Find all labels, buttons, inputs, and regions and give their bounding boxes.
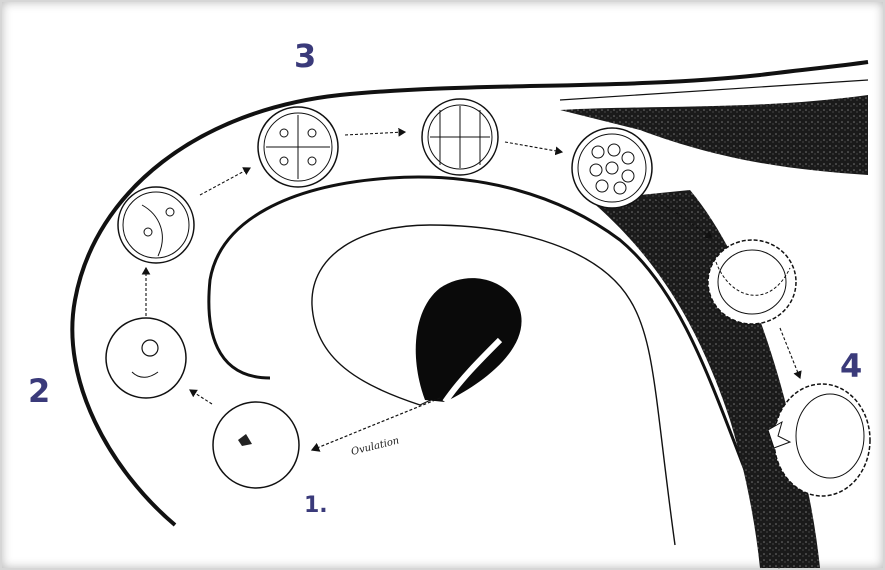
- stage-number-4: 4: [840, 347, 862, 385]
- stage-number-1: 1.: [304, 493, 328, 518]
- morula-cell: [572, 128, 652, 208]
- pronuclei-cell: [106, 318, 186, 398]
- blastocyst-cell: [708, 240, 796, 324]
- ovulation-label: Ovulation: [350, 435, 400, 458]
- stage-number-2: 2: [28, 372, 50, 410]
- zygote-cell: [213, 402, 299, 488]
- follicle-icon: [416, 278, 522, 402]
- stage-number-3: 3: [294, 37, 316, 75]
- two-cell-stage: [118, 187, 194, 263]
- eight-cell-stage: [422, 99, 498, 175]
- four-cell-stage: [258, 107, 338, 187]
- uterine-wall: [590, 190, 820, 568]
- ovary-outline: [312, 225, 675, 545]
